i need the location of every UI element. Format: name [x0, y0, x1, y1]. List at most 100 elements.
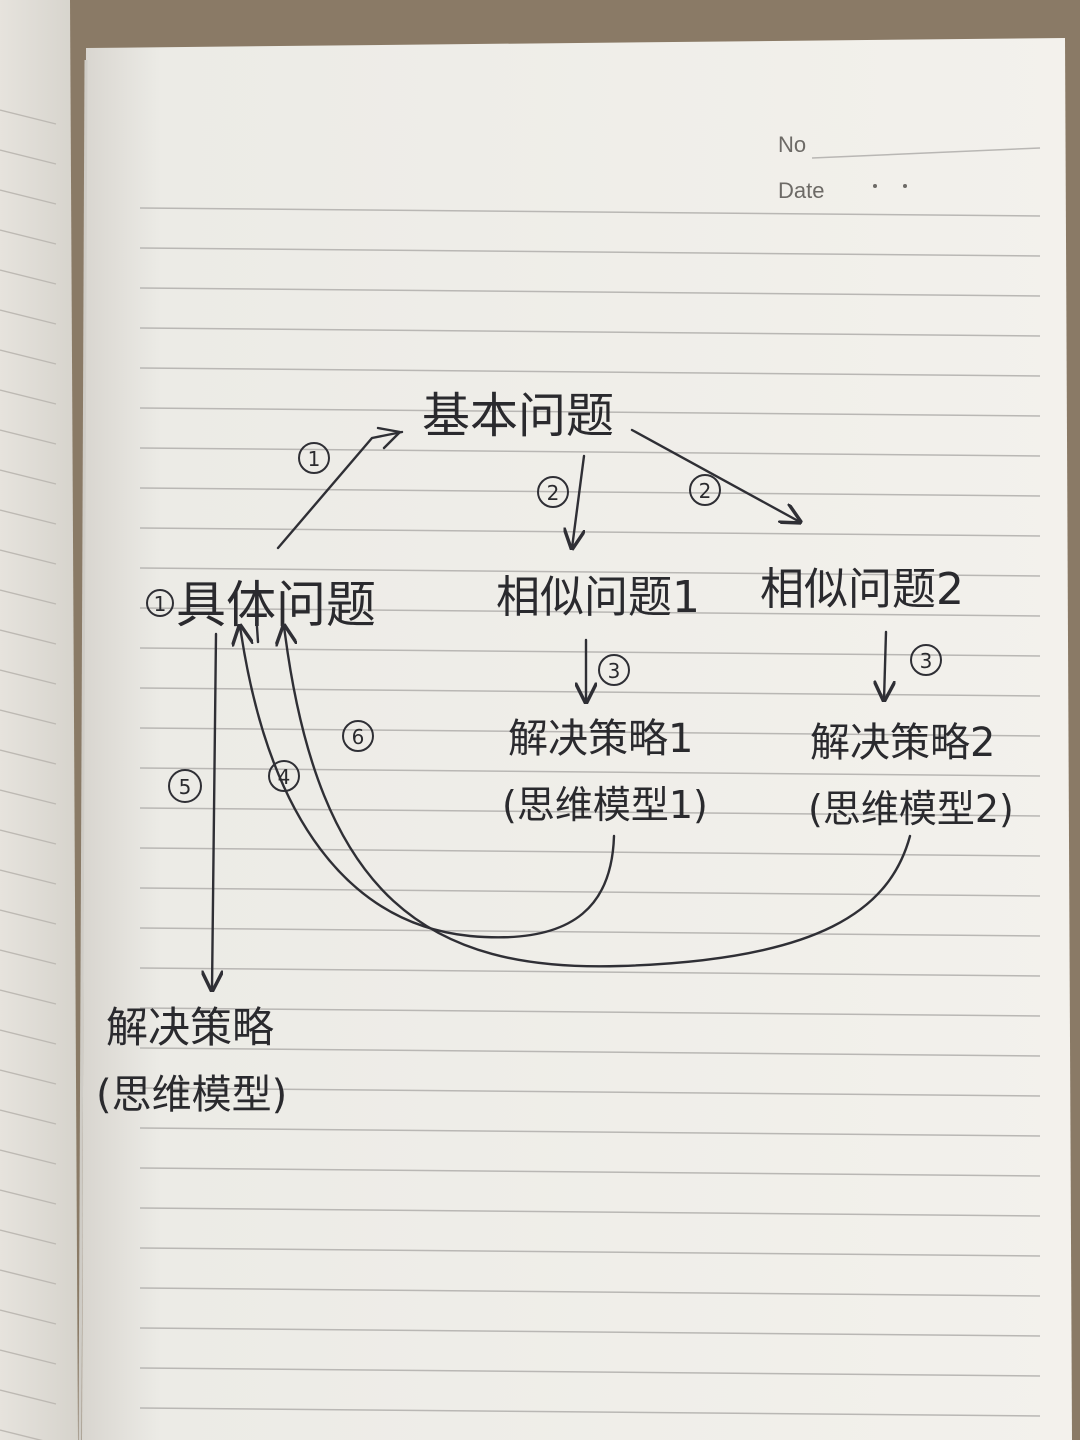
ruled-line	[139, 727, 1041, 737]
ruled-line	[0, 669, 57, 685]
ruled-line	[0, 909, 57, 925]
arrow-stroke	[254, 610, 260, 644]
ruled-line	[0, 309, 57, 325]
no-label: No	[778, 132, 806, 157]
ruled-line	[0, 1429, 43, 1440]
ruled-line	[139, 1407, 1041, 1417]
node-strategy-1-line1: 解决策略1	[508, 716, 693, 762]
ruled-line	[139, 367, 1041, 377]
diagram-nodes: 基本问题 1 具体问题 相似问题1 相似问题2 解决策略1 (思维模型1) 解决…	[96, 388, 1014, 1118]
ruled-line	[0, 109, 57, 125]
ruled-line	[0, 1229, 57, 1245]
ruled-line	[0, 789, 57, 805]
ruled-line	[139, 1327, 1041, 1337]
ruled-line	[0, 589, 57, 605]
ruled-line	[139, 567, 1041, 577]
arrow-concrete-to-strategy	[212, 632, 216, 990]
right-page	[78, 38, 1072, 1440]
step-number: 5	[179, 775, 192, 799]
ruled-line	[139, 207, 1041, 217]
ruled-line	[139, 1167, 1041, 1177]
step-number: 3	[608, 659, 621, 683]
ruled-line	[0, 149, 57, 165]
page-header: No Date	[778, 132, 1041, 203]
step-marker	[598, 654, 630, 686]
ruled-line	[0, 1069, 57, 1085]
ruled-line	[139, 887, 1041, 897]
ruled-line	[0, 189, 57, 205]
ruled-line	[0, 1269, 57, 1285]
node-similar-problem-2: 相似问题2	[760, 564, 964, 615]
ruled-line	[0, 349, 57, 365]
ruled-line	[0, 869, 57, 885]
ruled-line	[139, 1047, 1041, 1057]
node-basic-problem: 基本问题	[422, 388, 614, 444]
ruled-line	[139, 807, 1041, 817]
step-marker	[298, 442, 330, 474]
ruled-line	[0, 949, 57, 965]
ruled-line	[139, 527, 1041, 537]
ruled-line	[0, 389, 57, 405]
node-concrete-problem: 具体问题	[176, 576, 376, 634]
ruled-line	[0, 1149, 57, 1165]
ruled-line	[139, 1207, 1041, 1217]
step-number: 1	[154, 592, 167, 616]
ruled-line	[0, 1189, 57, 1205]
step-number: 2	[547, 481, 560, 505]
step-number: 3	[920, 649, 933, 673]
node-strategy-2-line2: (思维模型2)	[808, 787, 1014, 831]
ruled-line	[0, 429, 57, 445]
ruled-line	[0, 749, 57, 765]
step-number: 2	[699, 479, 712, 503]
step-marker	[537, 476, 569, 508]
step-marker	[342, 720, 374, 752]
node-strategy-1-line2: (思维模型1)	[502, 783, 708, 827]
arrow-basic-to-similar-1	[572, 454, 584, 548]
date-dot	[903, 184, 907, 188]
ruled-line	[0, 989, 57, 1005]
ruled-line	[139, 487, 1041, 497]
ruled-line	[139, 1127, 1041, 1137]
ruled-line	[0, 509, 57, 525]
ruled-line	[0, 1349, 57, 1365]
ruled-line	[139, 1287, 1041, 1297]
arrow-strategy-2-to-concrete	[284, 626, 912, 968]
step-marker	[689, 474, 721, 506]
step-marker	[910, 644, 942, 676]
ruled-line	[139, 647, 1041, 657]
ruled-lines	[139, 207, 1041, 1417]
ruled-line	[0, 709, 57, 725]
ruled-line	[139, 1367, 1041, 1377]
no-rule	[811, 147, 1041, 159]
ruled-line	[0, 1029, 57, 1045]
step-markers: 1 2 2 3 3 4 5 6	[168, 442, 942, 803]
ruled-line	[0, 1309, 57, 1325]
arrow-basic-to-similar-2	[630, 428, 800, 522]
date-label: Date	[778, 178, 824, 203]
node-strategy-2-line1: 解决策略2	[810, 720, 995, 766]
step-number: 4	[278, 765, 291, 789]
ruled-line	[0, 229, 57, 245]
ruled-line	[139, 967, 1041, 977]
ruled-line	[0, 269, 57, 285]
ruled-line	[139, 1007, 1041, 1017]
ruled-line	[139, 247, 1041, 257]
ruled-line	[139, 407, 1041, 417]
ruled-line	[139, 847, 1041, 857]
ruled-line	[139, 927, 1041, 937]
node-strategy-line2: (思维模型)	[96, 1072, 287, 1118]
ruled-line	[0, 469, 57, 485]
ruled-line	[0, 629, 57, 645]
arrow-concrete-to-basic	[276, 430, 404, 550]
step-marker	[146, 589, 174, 617]
ruled-line	[139, 767, 1041, 777]
binding-edge	[78, 59, 88, 1440]
left-page	[0, 0, 78, 1440]
ruled-line	[0, 549, 57, 565]
step-number: 1	[308, 447, 321, 471]
ruled-line	[0, 1109, 57, 1125]
step-marker	[268, 760, 300, 792]
date-dot	[873, 184, 877, 188]
ruled-line	[0, 1389, 57, 1405]
